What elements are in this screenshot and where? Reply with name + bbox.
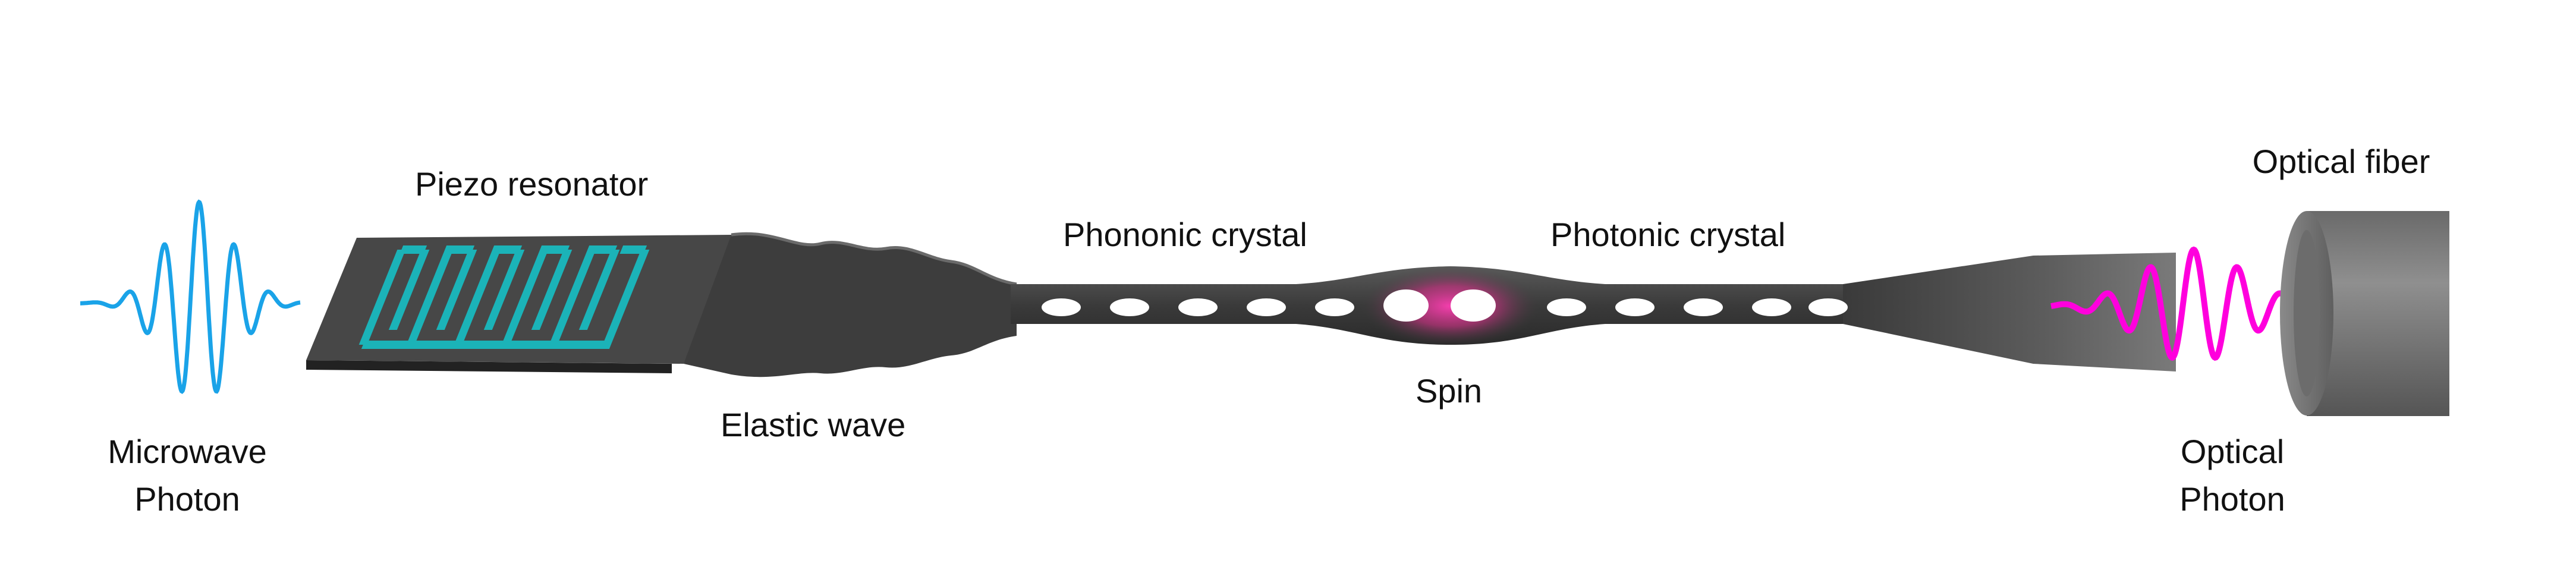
cavity-hole [1451,289,1496,322]
microwave-photon-label-line2: Photon [134,480,240,518]
crystal-hole [1110,298,1149,316]
elastic-wave-section [684,234,1017,377]
crystal-hole [1178,298,1218,316]
optical-photon-label-line1: Optical [2180,433,2285,470]
photonic-crystal-label: Photonic crystal [1550,216,1786,253]
crystal-hole [1684,298,1723,316]
crystal-holes [1042,289,1848,322]
crystal-hole [1615,298,1655,316]
crystal-hole [1547,298,1586,316]
interdigital-transducer-icon [358,245,650,349]
optical-photon-label-line2: Photon [2179,480,2285,518]
microwave-photon-wavepacket-icon [80,199,301,394]
crystal-hole [1315,298,1354,316]
waveguide-taper [1843,253,2176,371]
phononic-crystal-label: Phononic crystal [1063,216,1307,253]
crystal-hole [1752,298,1791,316]
crystal-hole [1808,298,1848,316]
optical-fiber-label: Optical fiber [2252,143,2430,180]
crystal-hole [1042,298,1081,316]
microwave-photon-label-line1: Microwave [108,433,267,470]
crystal-hole [1247,298,1286,316]
cavity-hole [1383,289,1429,322]
spin-glow [1361,266,1540,347]
piezo-resonator-label: Piezo resonator [415,165,649,203]
spin-label: Spin [1415,372,1483,410]
optical-fiber-cylinder-icon [2280,211,2449,416]
elastic-wave-label: Elastic wave [721,406,906,443]
